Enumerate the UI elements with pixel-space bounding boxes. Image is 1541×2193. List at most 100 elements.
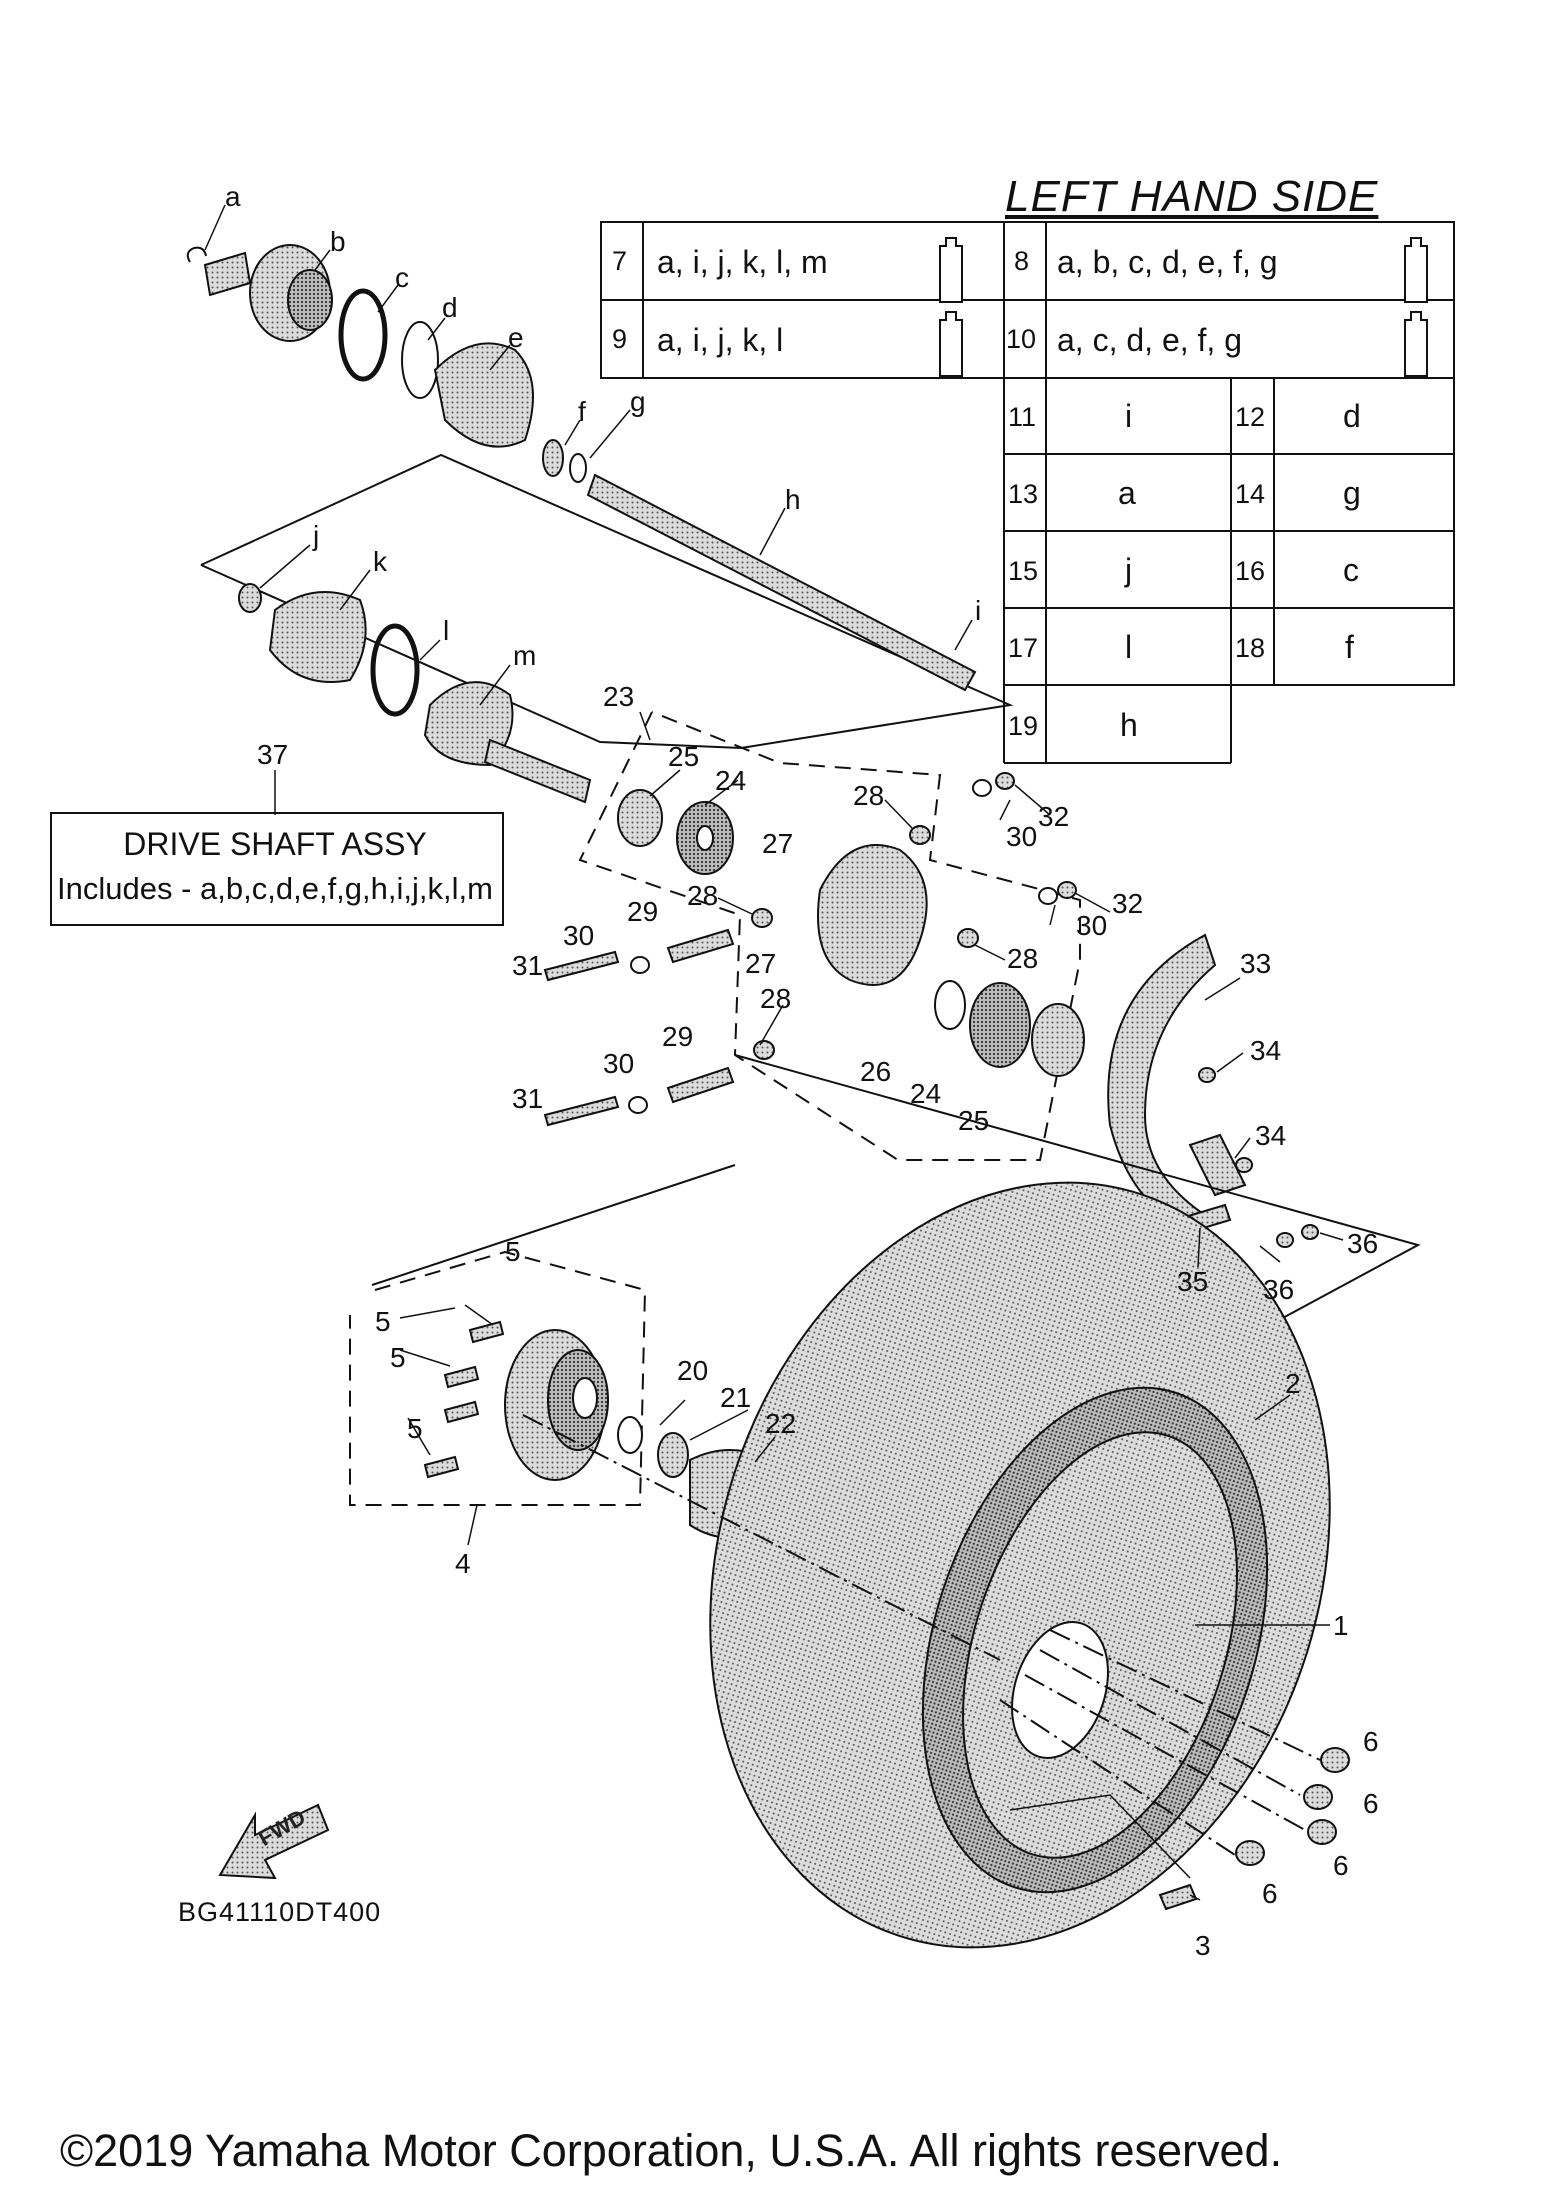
table-cell-num: 7 [612, 246, 628, 276]
callout-label: 29 [662, 1021, 694, 1052]
table-cell-num: 10 [1006, 324, 1037, 354]
tire [709, 1181, 1331, 1949]
callout-label: 36 [1263, 1274, 1295, 1305]
callout-label: 31 [512, 950, 544, 981]
lower-cv-joint [238, 583, 592, 804]
callout-label: g [630, 386, 646, 417]
assy-box-text: DRIVE SHAFT ASSY Includes - a,b,c,d,e,f,… [50, 826, 500, 907]
hub-outline [371, 1164, 736, 1286]
callout-label: 32 [1112, 888, 1144, 919]
brake-disc [1107, 933, 1247, 1237]
callout-label: 21 [720, 1382, 752, 1413]
table-cell-num: 8 [1014, 246, 1030, 276]
callout-label: 30 [1006, 821, 1038, 852]
callout-label: 30 [1076, 910, 1108, 941]
table-cell-num: 12 [1235, 402, 1266, 432]
callout-label: 2 [1285, 1368, 1301, 1399]
table-cell-num: 16 [1235, 556, 1266, 586]
assy-box [50, 812, 504, 926]
callout-label: 28 [1007, 943, 1039, 974]
leader-lines [204, 204, 1344, 1901]
callout-label: 28 [687, 880, 719, 911]
table-cell-part: i [1125, 398, 1133, 434]
callout-label: 28 [760, 983, 792, 1014]
table-cell-part: d [1343, 398, 1361, 434]
callout-label: 5 [390, 1342, 406, 1373]
callout-label: j [313, 520, 320, 551]
parts-table [600, 221, 1455, 764]
table-cell-part: a [1118, 475, 1136, 511]
table-cell-part: c [1343, 552, 1359, 588]
callout-label: 20 [677, 1355, 709, 1386]
callout-label: 30 [563, 920, 595, 951]
forward-arrow-icon [218, 1803, 330, 1880]
assy-number: 37 [257, 739, 289, 770]
callout-label: m [513, 640, 537, 671]
assy-box-includes: Includes - a,b,c,d,e,f,g,h,i,j,k,l,m [57, 871, 493, 906]
wheel-center-lines [522, 1414, 1321, 1856]
page-title: LEFT HAND SIDE [1005, 172, 1379, 221]
table-cell-part: l [1125, 629, 1133, 665]
callout-label: 5 [375, 1306, 391, 1337]
callout-label: 22 [765, 1408, 797, 1439]
callout-label: 6 [1363, 1726, 1379, 1757]
callout-label: 30 [603, 1048, 635, 1079]
table-cell-part: f [1345, 629, 1354, 665]
table-cell-num: 13 [1008, 479, 1039, 509]
callout-label: 34 [1250, 1035, 1282, 1066]
callout-label: 31 [512, 1083, 544, 1114]
table-cell-num: 9 [612, 324, 628, 354]
callout-label: 25 [958, 1105, 990, 1136]
callout-label: 32 [1038, 801, 1070, 832]
callout-label: 35 [1177, 1266, 1209, 1297]
callout-label: 27 [762, 828, 794, 859]
callout-label: 27 [745, 948, 777, 979]
callout-label: 34 [1255, 1120, 1287, 1151]
table-cell-part: g [1343, 475, 1361, 511]
hub-dashed-outline [349, 1250, 647, 1506]
grease-tube-icon [939, 237, 1428, 377]
table-cell-parts: a, i, j, k, l [657, 322, 784, 358]
callout-label: 4 [455, 1548, 471, 1579]
table-cell-num: 17 [1008, 633, 1039, 663]
table-cell-part: j [1125, 552, 1133, 588]
callout-label: 6 [1262, 1878, 1278, 1909]
callout-label: 33 [1240, 948, 1272, 979]
table-cell-num: 11 [1008, 402, 1037, 432]
table-cell-part: h [1120, 707, 1138, 743]
callout-label: e [508, 322, 524, 353]
callout-label: d [442, 292, 458, 323]
callout-label: 5 [407, 1413, 423, 1444]
table-cell-num: 18 [1235, 633, 1266, 663]
callout-label: 5 [505, 1236, 521, 1267]
callout-label: 24 [910, 1078, 942, 1109]
wheel-fasteners [1158, 1747, 1350, 1911]
callout-label: c [395, 262, 409, 293]
callout-label: 36 [1347, 1228, 1379, 1259]
callout-label: 6 [1363, 1788, 1379, 1819]
callout-label: h [785, 484, 801, 515]
callout-label: 1 [1333, 1610, 1349, 1641]
copyright-notice: ©2019 Yamaha Motor Corporation, U.S.A. A… [60, 2125, 1283, 2176]
callout-label: 24 [715, 765, 747, 796]
table-cell-parts: a, c, d, e, f, g [1057, 322, 1242, 358]
table-cell-parts: a, i, j, k, l, m [657, 244, 828, 280]
assy-box-title: DRIVE SHAFT ASSY [123, 826, 427, 862]
table-cell-parts: a, b, c, d, e, f, g [1057, 244, 1278, 280]
callout-label: 3 [1195, 1930, 1211, 1961]
upper-cv-joint [186, 244, 587, 483]
callout-label: a [225, 181, 241, 212]
diagram-code: BG41110DT400 [178, 1897, 382, 1927]
callout-label: k [373, 546, 387, 577]
axle-shaft [586, 473, 977, 692]
callout-label: l [443, 615, 450, 646]
callout-label: 26 [860, 1056, 892, 1087]
knuckle-parts [543, 772, 1085, 1127]
callout-label: 29 [627, 896, 659, 927]
callout-label: 28 [853, 780, 885, 811]
callout-label: i [975, 595, 982, 626]
table-cell-num: 15 [1008, 556, 1039, 586]
callout-label: f [578, 396, 586, 427]
table-cell-num: 19 [1008, 711, 1039, 741]
